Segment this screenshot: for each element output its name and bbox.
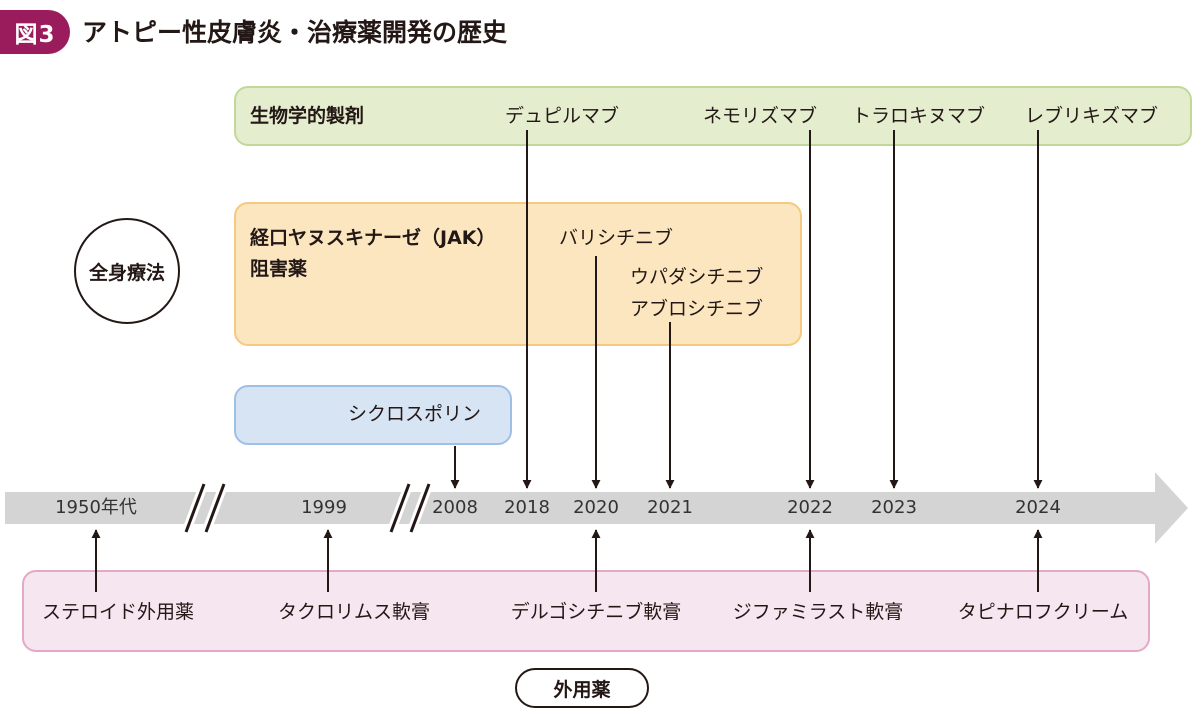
drug-tacrolimus-ointment: タクロリムス軟膏 (277, 601, 431, 623)
drug-lebrikizumab: レブリキズマブ (1025, 105, 1159, 127)
drug-tapinarof-cream: タピナロフクリーム (957, 601, 1129, 623)
drug-nemolizumab: ネモリズマブ (703, 105, 818, 127)
figure-title: アトピー性皮膚炎・治療薬開発の歴史 (82, 18, 508, 47)
year-label: 2018 (504, 497, 550, 518)
year-label: 2024 (1015, 497, 1061, 518)
drug-baricitinib: バリシチニブ (559, 227, 674, 249)
year-label: 2022 (787, 497, 833, 518)
year-label: 1950年代 (55, 497, 137, 518)
biologics-band (234, 86, 1192, 146)
drug-delgocitinib-ointment: デルゴシチニブ軟膏 (510, 601, 682, 623)
biologics-category-label: 生物学的製剤 (250, 105, 365, 127)
drug-abrocitinib: アブロシチニブ (630, 298, 764, 320)
jak-category-label-line1: 経口ヤヌスキナーゼ（JAK） (250, 227, 496, 249)
year-label: 2023 (871, 497, 917, 518)
figure-badge: 図3 (0, 10, 70, 54)
axis-break-1999-2008 (386, 482, 434, 534)
drug-cyclosporine: シクロスポリン (348, 403, 482, 425)
drug-dupilumab: デュピルマブ (505, 105, 620, 127)
year-label: 2020 (573, 497, 619, 518)
year-label: 1999 (301, 497, 347, 518)
drug-difamilast-ointment: ジファミラスト軟膏 (732, 601, 904, 623)
topical-band (22, 570, 1150, 652)
drug-tralokinumab: トラロキヌマブ (852, 105, 986, 127)
topical-therapy-label: 外用薬 (515, 668, 649, 708)
jak-category-label-line2: 阻害薬 (250, 258, 308, 280)
axis-break-1950-1999 (181, 482, 229, 534)
timeline-axis (5, 472, 1188, 544)
systemic-therapy-label: 全身療法 (74, 218, 180, 324)
cyclosporine-band (234, 385, 512, 445)
drug-steroid-topical: ステロイド外用薬 (41, 601, 195, 623)
drug-upadacitinib: ウパダシチニブ (630, 266, 764, 288)
year-label: 2021 (647, 497, 693, 518)
year-label: 2008 (432, 497, 478, 518)
jak-inhibitor-band (234, 202, 802, 346)
